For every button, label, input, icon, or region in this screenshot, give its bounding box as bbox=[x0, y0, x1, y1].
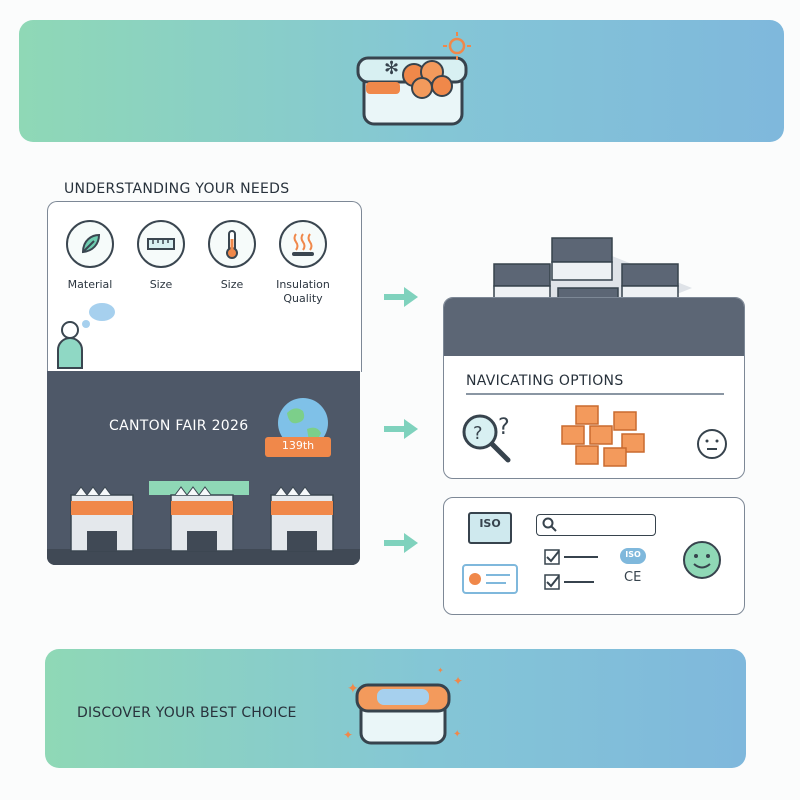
checkbox-checked-icon[interactable] bbox=[544, 573, 604, 591]
svg-text:✦: ✦ bbox=[453, 729, 461, 740]
bottom-banner: DISCOVER YOUR BEST CHOICE ✦ ✦ ✦ ✦ ✦ bbox=[45, 649, 746, 768]
magnifier-question-icon: ? ? bbox=[462, 414, 511, 463]
exhibition-halls-illustration bbox=[47, 481, 360, 565]
needs-heading: UNDERSTANDING YOUR NEEDS bbox=[64, 181, 290, 197]
lunchbox-sparkle-icon: ✦ ✦ ✦ ✦ ✦ bbox=[343, 666, 463, 745]
search-input[interactable] bbox=[536, 514, 656, 536]
fair-title: CANTON FAIR 2026 bbox=[109, 418, 249, 434]
top-banner: ✻ bbox=[19, 20, 784, 142]
heat-waves-icon bbox=[279, 220, 327, 268]
need-label-size: Size bbox=[149, 278, 173, 291]
svg-text:✦: ✦ bbox=[343, 728, 353, 742]
options-panel: NAVICATING OPTIONS ? ? bbox=[443, 297, 745, 479]
svg-text:✦: ✦ bbox=[437, 666, 444, 675]
person-thinking-icon bbox=[57, 303, 115, 369]
ruler-icon bbox=[137, 220, 185, 268]
need-label-insulation: Insulation Quality bbox=[276, 278, 330, 305]
svg-text:✻: ✻ bbox=[384, 58, 399, 79]
need-label-material: Material bbox=[67, 278, 113, 291]
iso-badge-icon bbox=[620, 548, 646, 564]
need-label-size-2: Size bbox=[220, 278, 244, 291]
thermometer-icon bbox=[208, 220, 256, 268]
arrow-right-icon bbox=[384, 533, 418, 553]
needs-panel: Material Size Size Insulation Quality bbox=[47, 201, 362, 372]
iso-badge-text: ISO bbox=[625, 550, 641, 559]
canton-fair-panel: CANTON FAIR 2026 139th bbox=[47, 371, 360, 565]
happy-face-icon bbox=[683, 541, 721, 579]
iso-chip-text: ISO bbox=[479, 517, 501, 530]
boxes-icon bbox=[561, 405, 645, 467]
search-icon bbox=[542, 517, 557, 532]
insulated-lunchbox-icon: ✻ bbox=[356, 32, 471, 126]
svg-text:✦: ✦ bbox=[347, 681, 359, 697]
leaf-icon bbox=[66, 220, 114, 268]
arrow-right-icon bbox=[384, 419, 418, 439]
svg-text:✦: ✦ bbox=[453, 674, 463, 688]
arrow-right-icon bbox=[384, 287, 418, 307]
neutral-face-icon bbox=[697, 429, 727, 459]
edition-ribbon-text: 139th bbox=[281, 439, 315, 452]
iso-chip-icon bbox=[468, 512, 512, 544]
options-heading: NAVICATING OPTIONS bbox=[466, 373, 624, 389]
certification-panel: ISO ISO CE bbox=[443, 497, 745, 615]
ce-mark: CE bbox=[624, 570, 642, 585]
bottom-banner-text: DISCOVER YOUR BEST CHOICE bbox=[77, 705, 297, 721]
svg-text:?: ? bbox=[498, 415, 510, 440]
svg-text:?: ? bbox=[473, 423, 483, 444]
edition-ribbon bbox=[265, 437, 331, 457]
options-panel-header bbox=[444, 298, 744, 356]
options-divider bbox=[466, 393, 724, 395]
certificate-icon bbox=[462, 564, 518, 594]
checkbox-checked-icon[interactable] bbox=[544, 548, 604, 566]
